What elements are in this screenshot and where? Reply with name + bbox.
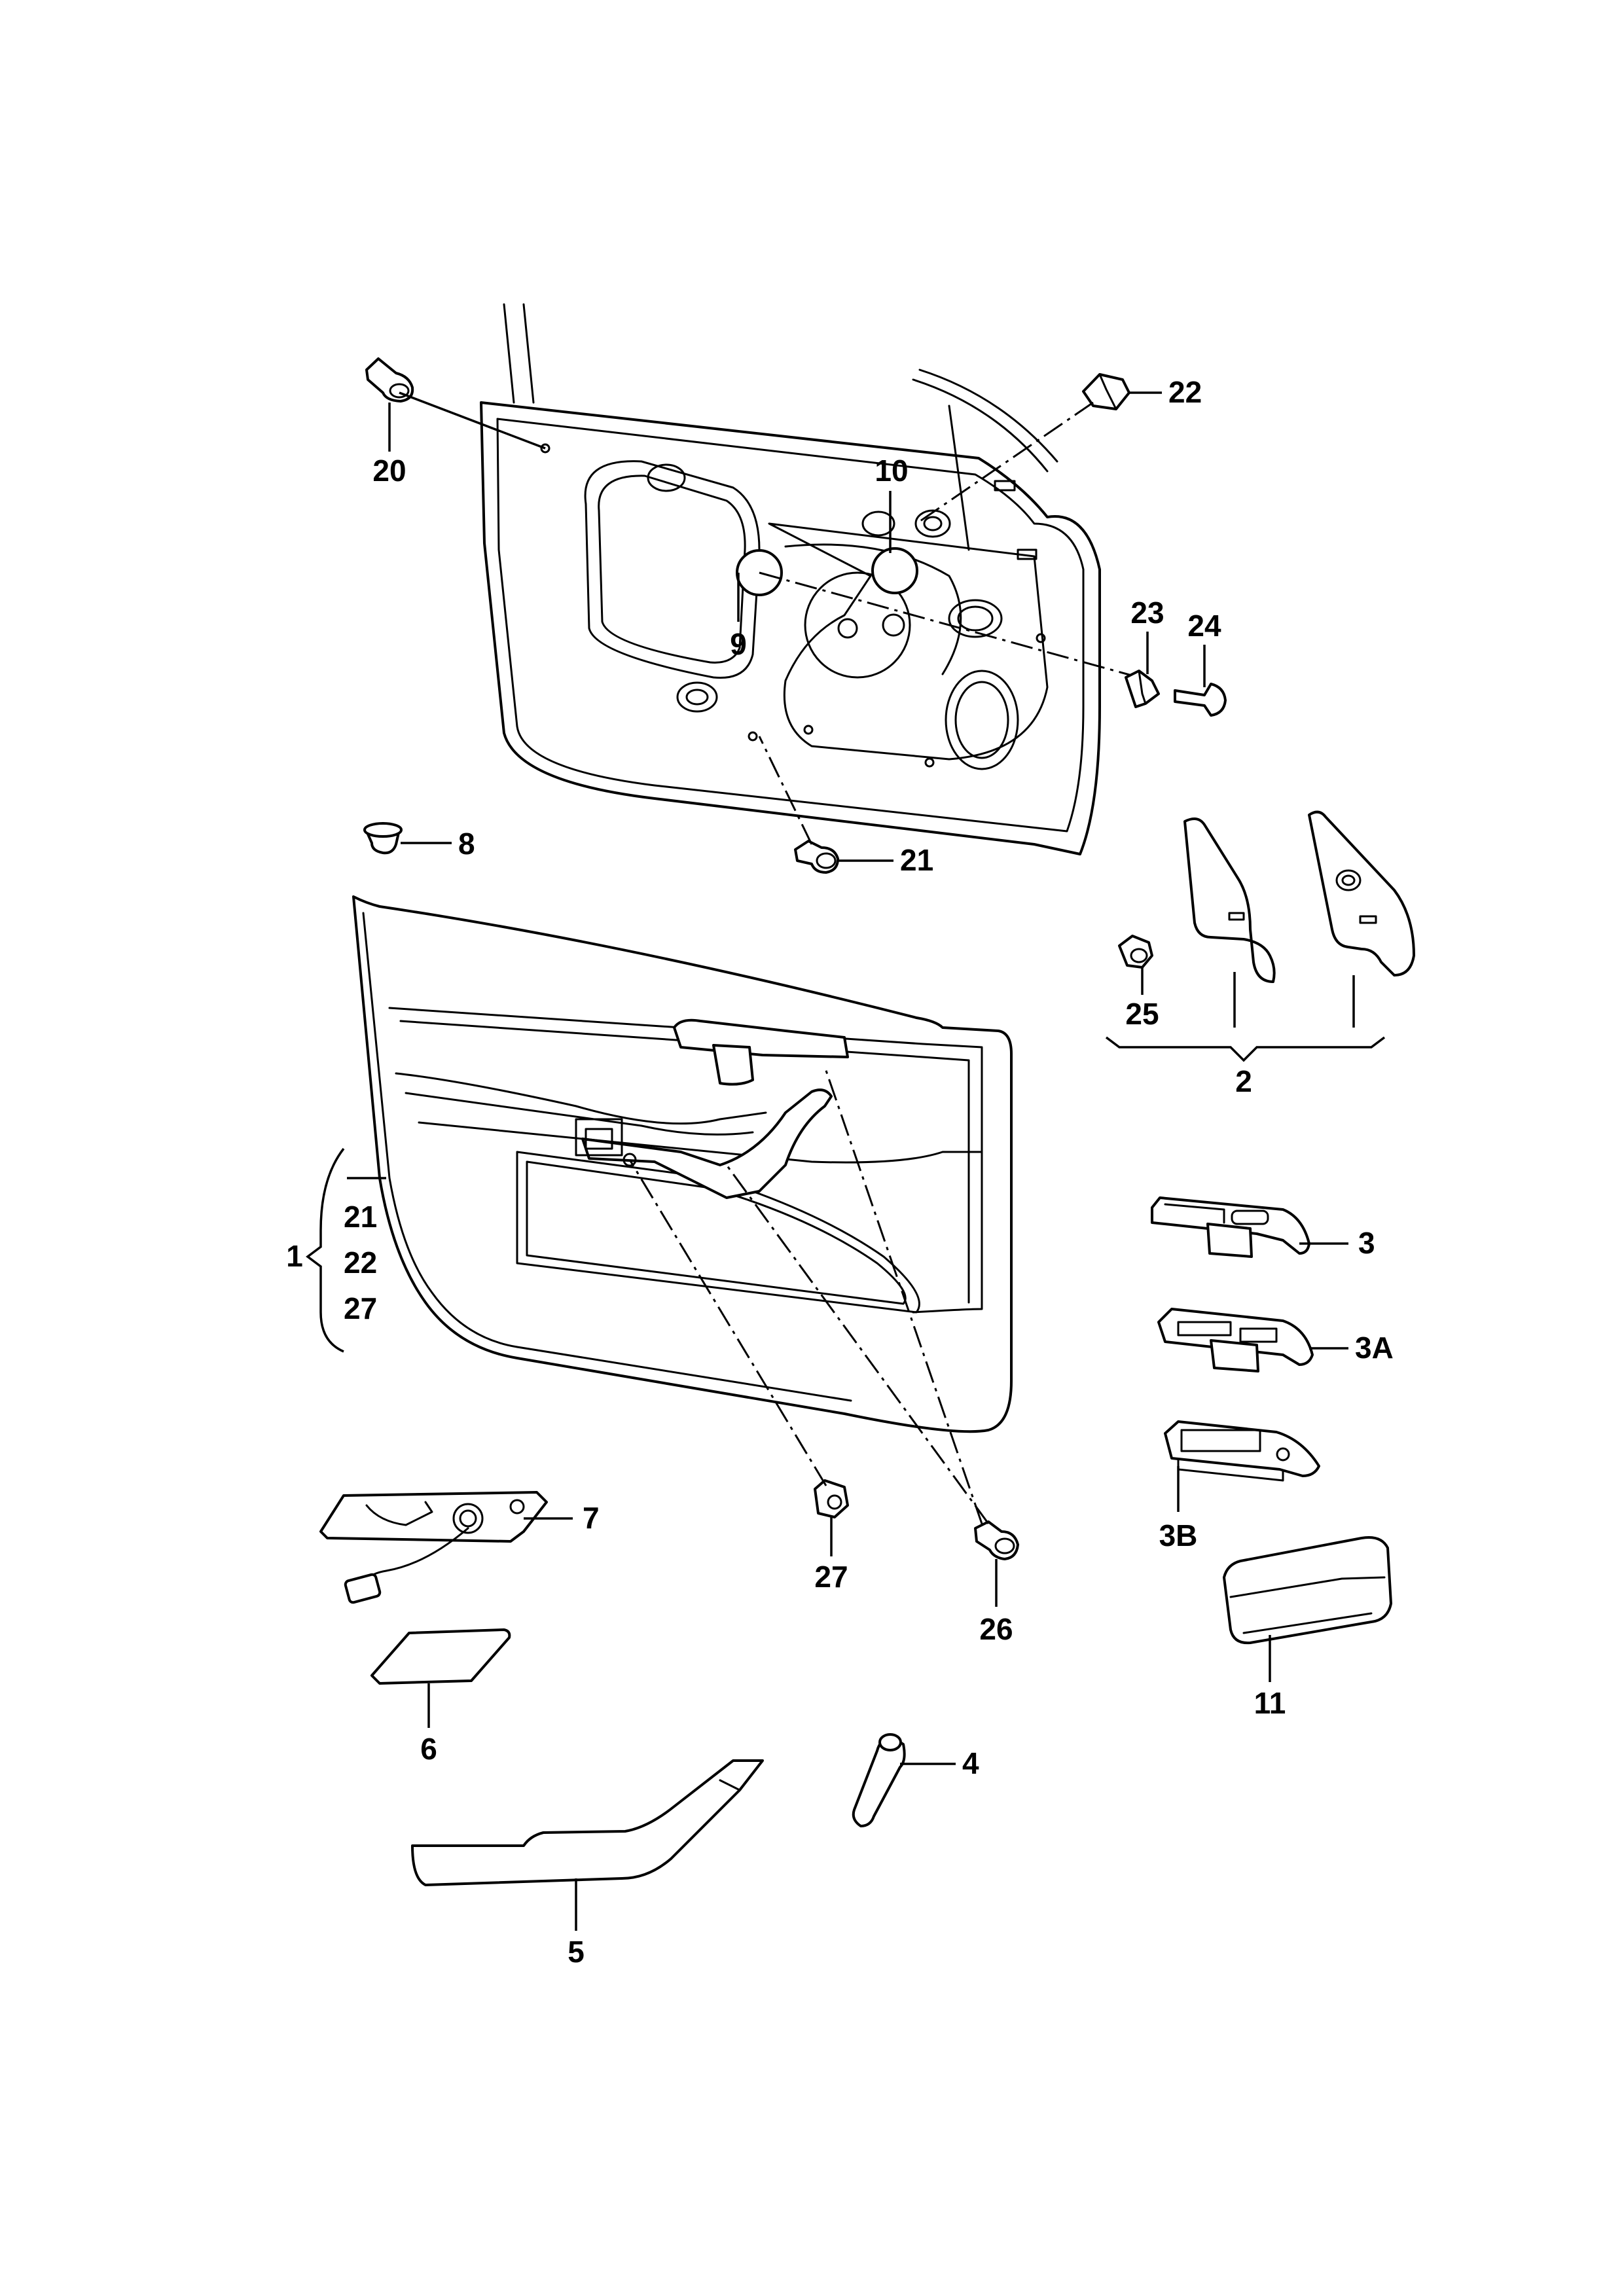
- label-3a: 3A: [1355, 1331, 1394, 1365]
- label-8: 8: [458, 827, 475, 861]
- label-5: 5: [568, 1935, 585, 1969]
- label-23: 23: [1130, 596, 1164, 630]
- label-11: 11: [1254, 1686, 1286, 1720]
- label-3b: 3B: [1159, 1518, 1198, 1552]
- label-24: 24: [1187, 609, 1221, 643]
- part-24-bolt: [1174, 683, 1227, 717]
- door-trim-panel: [352, 895, 1013, 1433]
- label-22: 22: [1168, 375, 1202, 409]
- part-27-clip: [814, 1479, 849, 1518]
- part-3b-switch: [1164, 1420, 1320, 1482]
- part-10-plug: [871, 547, 918, 594]
- part-8-rivet: [363, 822, 403, 855]
- part-11-pocket: [1223, 1536, 1392, 1645]
- part-2-trim-right: [1308, 810, 1415, 977]
- label-1-sub-27: 27: [344, 1291, 377, 1325]
- part-4-crank: [852, 1733, 906, 1827]
- label-1-sub-21: 21: [344, 1200, 377, 1234]
- label-7: 7: [583, 1501, 600, 1535]
- label-9: 9: [730, 627, 747, 661]
- label-1: 1: [286, 1239, 303, 1273]
- label-21-top: 21: [900, 843, 933, 877]
- label-1-sub-22: 22: [344, 1246, 377, 1280]
- label-3: 3: [1358, 1226, 1375, 1260]
- part-5-armrest-strip: [411, 1759, 764, 1886]
- door-inner-panel: [480, 303, 1101, 855]
- label-26: 26: [979, 1612, 1013, 1646]
- label-20: 20: [372, 454, 406, 488]
- part-2-trim-left: [1183, 817, 1276, 983]
- part-7-handle: [319, 1491, 548, 1604]
- label-27: 27: [814, 1560, 848, 1594]
- label-6: 6: [420, 1732, 437, 1766]
- part-26-screw: [974, 1520, 1019, 1560]
- part-21-clip: [794, 840, 839, 874]
- label-2: 2: [1235, 1064, 1252, 1098]
- label-25: 25: [1125, 997, 1159, 1031]
- part-25-clip: [1118, 935, 1153, 969]
- part-6-cover: [370, 1628, 511, 1685]
- label-10: 10: [875, 454, 908, 488]
- leader-lines: [306, 391, 1386, 1931]
- label-4: 4: [962, 1746, 979, 1780]
- part-23-bracket: [1125, 670, 1160, 708]
- part-3a-switch: [1157, 1308, 1314, 1372]
- part-3-switch: [1151, 1196, 1310, 1258]
